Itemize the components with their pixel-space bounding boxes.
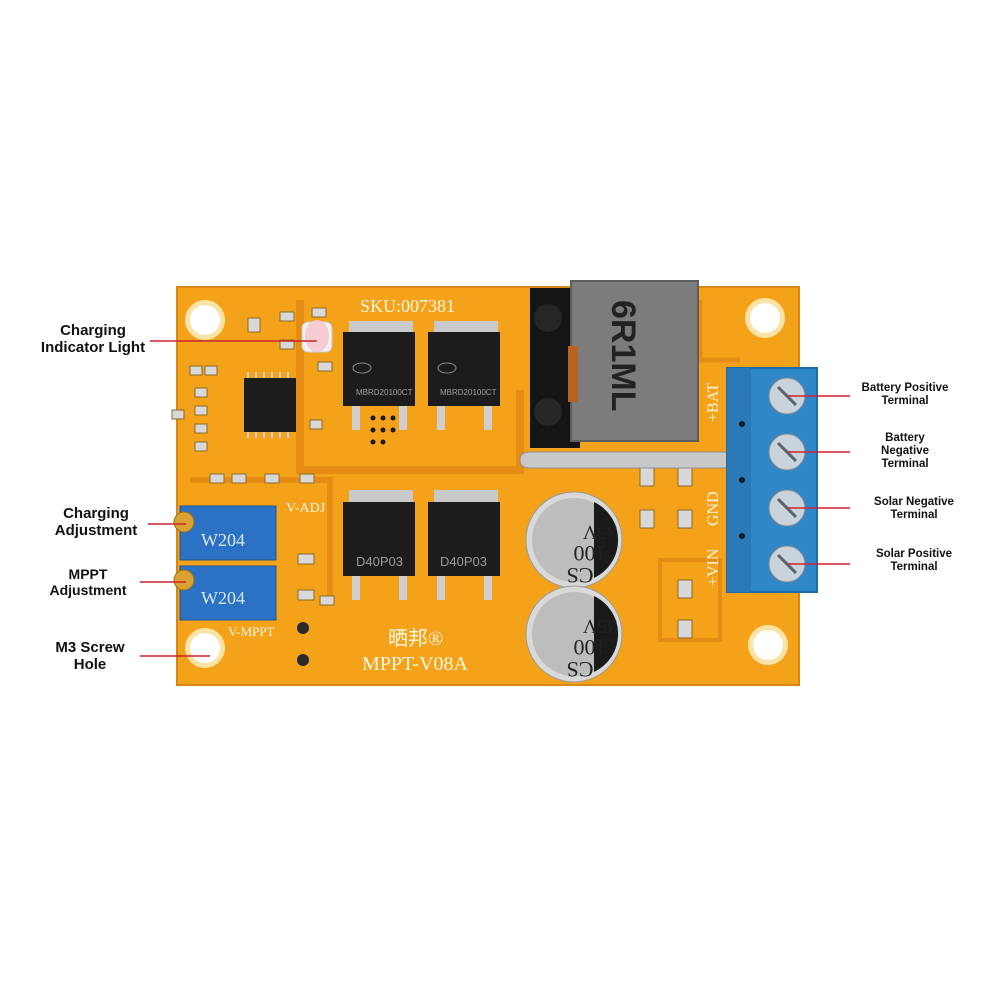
bat-silkscreen: +BAT bbox=[705, 383, 722, 422]
mosfet-bottom-right: D40P03 bbox=[428, 490, 500, 600]
controller-ic bbox=[244, 372, 296, 438]
brand-silkscreen: 晒邦® bbox=[388, 627, 443, 650]
m3-screw-hole-bottom-right bbox=[748, 625, 788, 665]
capacitor-top-rating: 35V bbox=[582, 521, 617, 543]
capacitor-top-value: 100 bbox=[574, 541, 607, 566]
inductor-marking: 6R1ML bbox=[604, 300, 642, 411]
charging-adjustment-label: Charging Adjustment bbox=[54, 505, 138, 540]
screw-terminal-block bbox=[726, 367, 818, 593]
mosfet-bottom-left-marking: D40P03 bbox=[356, 554, 403, 569]
mppt-pot-marking: W204 bbox=[201, 588, 245, 608]
capacitor-bottom-value: 100 bbox=[574, 635, 607, 660]
mosfet-top-right-marking: MBRD20100CT bbox=[440, 388, 497, 397]
m3-screw-hole-bottom-left bbox=[185, 628, 225, 668]
jumper-wire bbox=[519, 451, 733, 469]
mosfet-bottom-left: D40P03 bbox=[343, 490, 415, 600]
capacitor-bottom: 35V 100 CS bbox=[525, 585, 623, 683]
mosfet-top-left-marking: MBRD20100CT bbox=[356, 388, 413, 397]
model-silkscreen: MPPT-V08A bbox=[362, 653, 469, 675]
annotation-leader-lines bbox=[140, 340, 850, 657]
sku-silkscreen: SKU:007381 bbox=[360, 296, 455, 316]
vias bbox=[370, 415, 396, 445]
mppt-adjustment-pot: W204 bbox=[173, 565, 277, 621]
v-adj-silkscreen: V-ADJ bbox=[286, 501, 326, 516]
v-mppt-silkscreen: V-MPPT bbox=[228, 624, 275, 639]
charging-indicator-label: Charging Indicator Light bbox=[40, 322, 146, 357]
capacitor-top-brand: CS bbox=[567, 563, 594, 588]
mosfet-bottom-right-marking: D40P03 bbox=[440, 554, 487, 569]
battery-positive-label: Battery Positive Terminal bbox=[861, 382, 949, 408]
m3-screw-hole-label: M3 Screw Hole bbox=[55, 639, 125, 674]
m3-screw-hole-top-left bbox=[185, 300, 225, 340]
solar-positive-label: Solar Positive Terminal bbox=[875, 548, 953, 574]
mosfet-top-right: MBRD20100CT bbox=[428, 321, 500, 430]
charging-indicator-led bbox=[301, 320, 333, 353]
capacitor-bottom-brand: CS bbox=[567, 657, 594, 682]
test-pads bbox=[297, 622, 309, 666]
solar-negative-label: Solar Negative Terminal bbox=[874, 496, 954, 522]
capacitor-top: 35V 100 CS bbox=[525, 491, 623, 589]
mppt-adjustment-label: MPPT Adjustment bbox=[49, 566, 127, 599]
power-inductor: 6R1ML bbox=[530, 280, 699, 448]
mosfet-top-left: MBRD20100CT bbox=[343, 321, 415, 430]
charging-pot-marking: W204 bbox=[201, 530, 245, 550]
smd-components bbox=[171, 307, 693, 639]
battery-negative-label: Battery Negative Terminal bbox=[881, 432, 929, 471]
charging-adjustment-pot: W204 bbox=[173, 505, 277, 561]
gnd-silkscreen: GND bbox=[705, 491, 722, 526]
capacitor-bottom-rating: 35V bbox=[582, 615, 617, 637]
vin-silkscreen: +VIN bbox=[705, 548, 722, 586]
m3-screw-hole-top-right bbox=[745, 298, 785, 338]
